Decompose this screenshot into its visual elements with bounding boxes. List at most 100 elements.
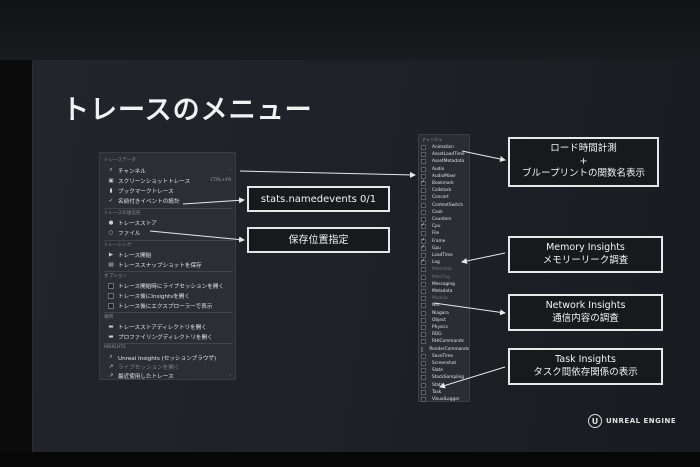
channel-checkbox[interactable] [421,303,426,309]
channel-item[interactable]: Physics [421,324,469,331]
option-show-explorer[interactable]: トレース後にエクスプローラーで表示 [106,301,233,310]
channel-checkbox[interactable] [421,382,426,388]
channel-item[interactable]: Slate [421,367,469,374]
checkbox[interactable] [108,282,114,289]
channel-checkbox[interactable] [421,145,426,151]
channel-label: StackSampling [432,375,465,381]
callout-text: 保存位置指定 [288,234,349,246]
channel-checkbox[interactable] [421,267,426,273]
menu-item-trace-start[interactable]: ▶ トレース開始 [106,250,233,259]
channel-checkbox[interactable] [421,397,426,403]
channel-item[interactable]: VisualLogger [421,396,469,403]
channel-checkbox[interactable] [421,222,426,230]
channel-label: SaveTime [432,353,454,359]
menu-item-channels[interactable]: ⌕ チャンネル › [106,166,233,175]
channel-checkbox[interactable] [421,375,426,381]
channel-checkbox[interactable] [421,258,426,266]
menu-item-bookmark[interactable]: ▮ ブックマークトレース [106,186,233,195]
channel-checkbox[interactable] [421,209,426,215]
channel-item[interactable]: Task [421,389,469,396]
channel-checkbox[interactable] [421,179,426,187]
channel-item[interactable]: ContextSwitch [421,202,469,209]
insights-icon: ⌕ [109,354,113,360]
channel-item[interactable]: SaveTime [421,353,469,360]
channel-checkbox[interactable] [421,274,426,280]
channel-item[interactable]: Metadata [421,288,469,295]
channel-checkbox[interactable] [421,368,426,374]
channel-checkbox[interactable] [421,188,426,194]
channel-item[interactable]: StackSampling [421,374,469,381]
checkbox[interactable] [108,302,114,309]
menu-item-named-events[interactable]: ✓ 名前付きイベントの統計 [106,196,233,205]
menu-item-open-store-dir[interactable]: ▬ トレースストアディレクトリを開く [106,322,233,331]
channel-item[interactable]: Net [421,302,469,309]
channel-item[interactable]: Screenshot [421,360,469,367]
menu-item-open-profiling-dir[interactable]: ▬ プロファイリングディレクトリを開く [106,332,233,341]
arrow-channels [239,170,416,178]
channel-item[interactable]: AssetMetadata [421,158,469,165]
channel-checkbox[interactable] [421,317,426,323]
channel-item[interactable]: Cpu [421,222,469,230]
channel-checkbox[interactable] [421,166,426,172]
channel-item[interactable]: Concert [421,194,469,201]
channel-item[interactable]: RHICommands [421,338,469,345]
channel-checkbox[interactable] [421,202,426,208]
channel-checkbox[interactable] [421,281,426,287]
channel-item[interactable]: Memalloc [421,266,469,273]
channel-item[interactable]: Stats [421,382,469,389]
channel-item[interactable]: RDG [421,331,469,338]
channel-checkbox[interactable] [421,296,426,302]
menu-item-file[interactable]: ○ ファイル [106,228,233,237]
channel-checkbox[interactable] [421,361,426,367]
room-background [0,0,700,60]
option-open-insights[interactable]: トレース後にInsightsを開く [106,291,233,300]
menu-item-recent-traces[interactable]: ↗ 最近使用したトレース › [106,371,233,380]
channel-label: RenderCommands [429,346,469,352]
channel-item[interactable]: Object [421,317,469,324]
channel-label: Concert [432,195,449,201]
menu-item-live-session[interactable]: ↗ ライブセッションを開く [106,362,233,371]
channel-checkbox[interactable] [421,339,426,345]
menu-item-unreal-insights[interactable]: ⌕ Unreal Insights (セッションブラウザ) [106,353,233,362]
channel-label: MemTag [432,274,450,280]
channel-item[interactable]: Messaging [421,281,469,288]
channel-checkbox[interactable] [421,152,426,158]
chevron-right-icon: › [229,373,231,378]
channel-checkbox[interactable] [421,325,426,331]
channel-checkbox[interactable] [421,332,426,338]
logo-text: UNREAL ENGINE [606,417,677,425]
channel-checkbox[interactable] [421,346,424,352]
menu-item-trace-store[interactable]: ● トレースストア [106,218,233,227]
channel-item[interactable]: Audio [421,166,469,173]
channel-item[interactable]: Bookmark [421,179,469,187]
channel-item[interactable]: Gpu [421,244,469,252]
channel-label: Task [432,389,442,395]
channel-item[interactable]: Callstack [421,187,469,194]
recent-icon: ↗ [108,372,114,379]
channel-item[interactable]: Cook [421,209,469,216]
channel-checkbox[interactable] [421,159,426,165]
channel-item[interactable]: AssetLoadTime [421,151,469,158]
section-trace-dest: トレースの送信先 [104,211,141,216]
channel-item[interactable]: Animation [421,144,469,151]
channel-item[interactable]: Niagara [421,310,469,317]
callout-text: Task Insights [555,354,616,366]
channel-item[interactable]: RenderCommands [421,346,469,353]
channel-item[interactable]: Module [421,295,469,302]
checkbox[interactable] [108,292,114,299]
menu-item-screenshot[interactable]: ▣ スクリーンショットトレース CTRL+F9 [106,176,233,185]
arrow-network [433,302,506,316]
option-open-live-session[interactable]: トレース開始時にライブセッションを開く [106,281,233,290]
channel-checkbox[interactable] [421,195,426,201]
channel-item[interactable]: MemTag [421,274,469,281]
channel-checkbox[interactable] [421,389,426,395]
channel-checkbox[interactable] [421,244,426,251]
channel-item[interactable]: Log [421,258,469,266]
channel-checkbox[interactable] [421,353,426,359]
channel-label: LoadTime [432,253,453,259]
channel-checkbox[interactable] [421,289,426,295]
channel-checkbox[interactable] [421,310,426,316]
menu-item-save-snapshot[interactable]: ▤ トレーススナップショットを保存 [106,260,233,269]
channel-label: Counters [432,217,452,223]
